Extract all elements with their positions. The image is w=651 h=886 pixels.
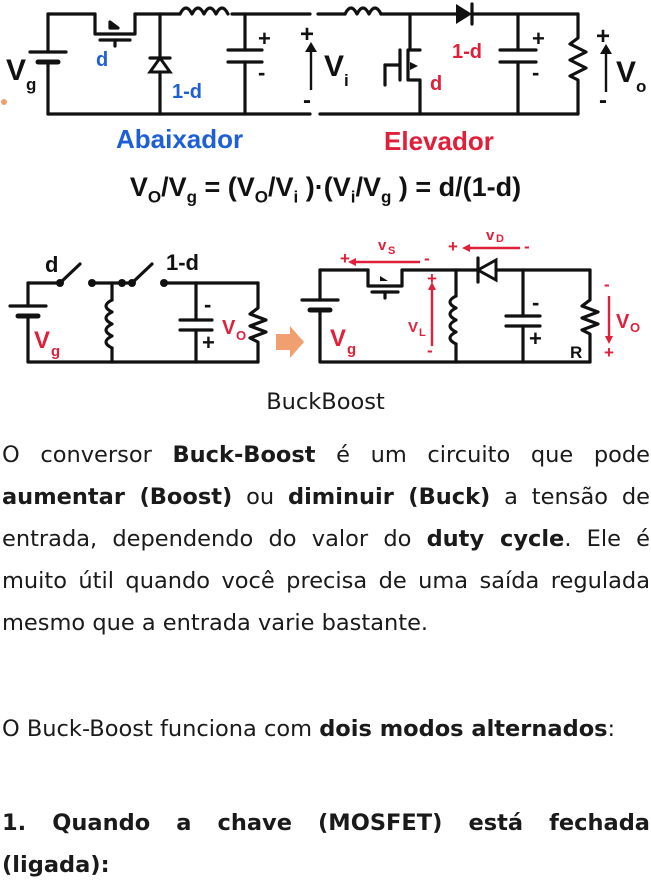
boost-diode-icon [456, 4, 472, 24]
buck-switch-label: d [96, 49, 108, 71]
right-vg-label: V [330, 325, 346, 352]
right-vo-plus: + [604, 343, 614, 362]
buck-switch-icon [93, 12, 137, 48]
boost-switch-label: d [430, 73, 442, 95]
right-vo-label: V [616, 311, 630, 333]
transform-arrow-icon [276, 326, 304, 358]
boost-resistor-icon [568, 12, 588, 116]
buck-diode-label: 1-d [172, 81, 202, 103]
vd-plus: + [448, 237, 458, 256]
vs-label: v [378, 237, 387, 254]
switch2-icon [130, 262, 154, 285]
vd-minus: - [524, 237, 530, 256]
left-resistor-icon [248, 281, 268, 364]
right-vg-sub: g [347, 341, 356, 358]
boost-switch-icon [383, 12, 422, 116]
figure-caption: BuckBoost [266, 389, 385, 415]
vs-sub: S [388, 245, 395, 257]
vd-sub: D [496, 233, 504, 245]
boost-cap-minus: - [532, 60, 539, 85]
buckboost-circuit-figure: d 1-d V g - + V O [0, 228, 651, 378]
buck-caption: Abaixador [116, 124, 243, 154]
left-cap-minus: - [204, 292, 211, 317]
left-vg-sub: g [51, 343, 60, 360]
vo-sub: o [636, 77, 646, 96]
switch1-label: d [45, 252, 58, 277]
buck-circuit [28, 6, 312, 116]
right-cap-plus: + [529, 326, 542, 351]
vs-plus: + [340, 249, 350, 268]
vs-minus: - [424, 249, 430, 268]
right-diode-icon [474, 257, 498, 283]
left-inductor-icon [104, 298, 114, 350]
buck-vg-sub: g [26, 75, 36, 94]
vi-sub: i [344, 71, 349, 90]
buckboost-diagram: d 1-d V g - + V O [8, 228, 640, 364]
right-r-label: R [570, 343, 582, 362]
transfer-formula: VO/Vg = (VO/Vi )·(Vi/Vg ) = d/(1-d) [129, 172, 522, 207]
left-vo-label: V [222, 317, 236, 339]
buck-cap-minus: - [258, 60, 265, 85]
buck-cap-plus: + [258, 26, 271, 51]
vo-minus: - [599, 87, 607, 114]
right-cap-minus: - [532, 290, 539, 315]
switch2-label: 1-d [166, 250, 199, 275]
buckboost-detailed-circuit [300, 256, 600, 364]
vl-sub: L [419, 327, 426, 339]
vl-label: V [408, 319, 418, 336]
buck-inductor [178, 6, 230, 16]
right-vo-sub: O [630, 320, 640, 335]
vl-minus: - [427, 341, 433, 360]
boost-diode-label: 1-d [452, 41, 482, 63]
boost-caption: Elevador [384, 126, 494, 156]
mode1-heading: 1. Quando a chave (MOSFET) está fechada … [2, 810, 650, 878]
right-vo-minus: - [604, 275, 610, 294]
boost-circuit [316, 2, 588, 116]
modes-paragraph: O Buck-Boost funciona com dois modos alt… [2, 716, 616, 742]
left-vo-sub: O [236, 328, 246, 343]
vd-label: v [486, 228, 495, 244]
buck-diode-icon [147, 55, 173, 74]
switch1-icon [58, 262, 82, 285]
vi-minus: - [303, 87, 311, 114]
buck-vg-label: V [6, 54, 26, 87]
top-circuit-figure: V g d 1-d + - + - V i [0, 0, 651, 165]
vo-plus: + [596, 23, 610, 50]
boost-cap-plus: + [532, 26, 545, 51]
boost-inductor [343, 6, 383, 16]
left-vg-label: V [34, 327, 50, 354]
intro-paragraph: O conversor Buck-Boost é um circuito que… [2, 442, 651, 636]
top-circuit-diagram: V g d 1-d + - + - V i [1, 2, 646, 156]
right-resistor-icon [580, 268, 600, 364]
orange-dot [1, 99, 7, 105]
right-inductor-icon [448, 294, 458, 346]
vi-label: V [324, 50, 344, 83]
vo-label: V [616, 56, 636, 89]
buckboost-switch-model [8, 262, 268, 364]
vi-plus: + [300, 21, 314, 48]
left-cap-plus: + [202, 330, 215, 355]
vl-plus: + [427, 269, 437, 288]
